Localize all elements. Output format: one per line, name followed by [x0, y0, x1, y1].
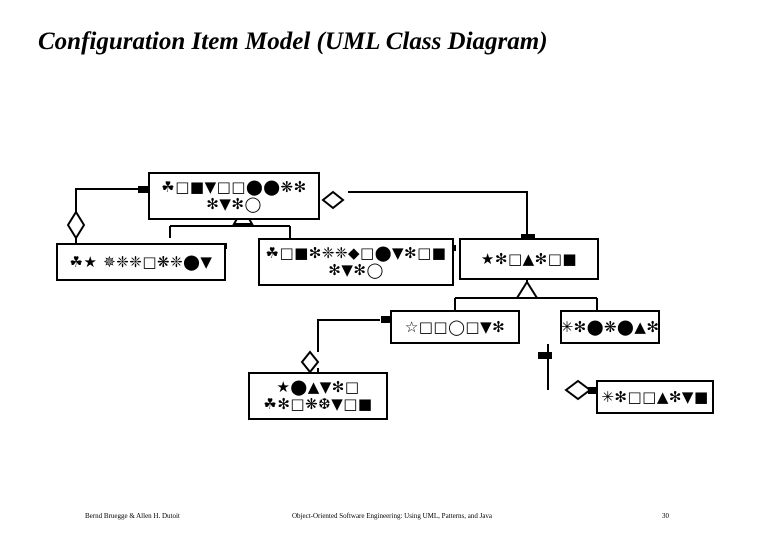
association-end-module-version — [588, 387, 598, 394]
class-name-line-2: ✻▼✻◯ — [328, 261, 384, 279]
association-end-version — [521, 234, 535, 240]
footer-author: Bernd Bruegge & Allen H. Dutoit — [85, 512, 180, 520]
footer-page-number: 30 — [662, 512, 669, 520]
class-box-module[interactable]: ✳✻⬤❋⬤▲✻ — [560, 310, 660, 344]
class-box-master-component[interactable]: ★⬤▲▼✻□ ☘✻□❋❆▼□■ — [248, 372, 388, 420]
aggregation-diamond-version — [321, 190, 345, 210]
association-end-module — [538, 352, 552, 359]
class-name-line-1: ✳✻□□▲✻▼■ — [601, 387, 709, 406]
class-name-line-1: ☆□□◯□▼✻ — [404, 317, 506, 336]
class-box-document[interactable]: ☆□□◯□▼✻ — [390, 310, 520, 344]
page-title: Configuration Item Model (UML Class Diag… — [38, 28, 548, 55]
class-name-line-1: ☘★ ✵❈❈□❋❈⬤▼ — [69, 252, 213, 271]
class-box-configuration-item[interactable]: ☘□■▼□□⬤⬤❋✻ ✻▼✻◯ — [148, 172, 320, 220]
class-box-version[interactable]: ★✻□▲✻□■ — [459, 238, 599, 280]
connector-ci-to-aggregate — [75, 188, 148, 212]
generalization-triangle-version — [515, 280, 539, 299]
class-name-line-2: ☘✻□❋❆▼□■ — [263, 395, 373, 413]
class-name-line-2: ✻▼✻◯ — [206, 195, 262, 213]
connector-ci-to-version — [348, 191, 528, 238]
class-name-line-1: ☘□■✻❈❈◆□⬤▼✻□■ — [265, 244, 447, 262]
class-name-line-1: ☘□■▼□□⬤⬤❋✻ — [161, 178, 307, 196]
aggregation-diamond-master-component — [300, 350, 320, 374]
class-box-ci-aggregate[interactable]: ☘★ ✵❈❈□❋❈⬤▼ — [56, 243, 226, 281]
footer-book-title: Object-Oriented Software Engineering: Us… — [292, 512, 493, 520]
connector-master-assoc — [317, 319, 380, 352]
aggregation-diamond-module-version — [564, 379, 592, 401]
association-end-document — [381, 316, 393, 323]
class-box-module-version[interactable]: ✳✻□□▲✻▼■ — [596, 380, 714, 414]
aggregation-diamond-ci-aggregate — [66, 210, 86, 240]
association-end-ci — [138, 186, 150, 193]
class-name-line-1: ✳✻⬤❋⬤▲✻ — [560, 317, 660, 336]
class-name-line-1: ★✻□▲✻□■ — [480, 249, 578, 268]
class-box-configuration-item-version[interactable]: ☘□■✻❈❈◆□⬤▼✻□■ ✻▼✻◯ — [258, 238, 454, 286]
slide-footer: Bernd Bruegge & Allen H. Dutoit Object-O… — [0, 512, 780, 528]
class-name-line-1: ★⬤▲▼✻□ — [276, 378, 360, 396]
